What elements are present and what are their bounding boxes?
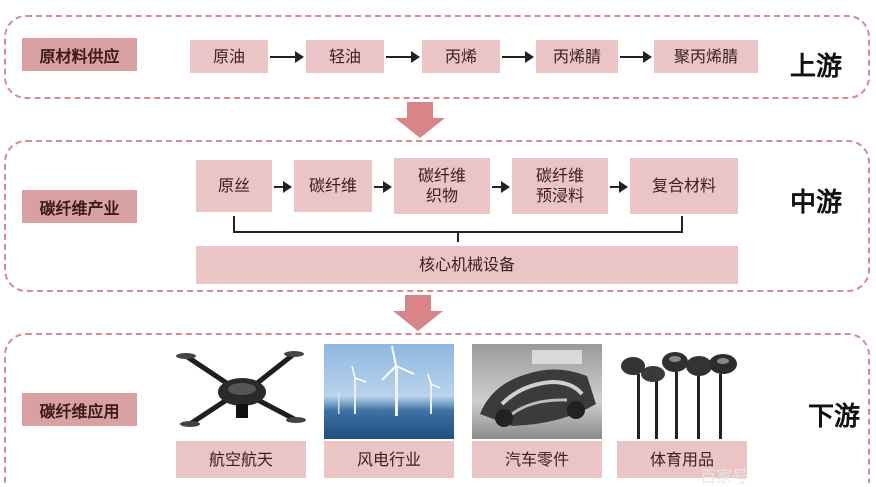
midstream-node-carbon-fiber: 碳纤维	[294, 160, 372, 212]
application-auto-parts: 汽车零件	[472, 441, 602, 478]
arrow-right	[270, 51, 304, 63]
golf-clubs-photo	[617, 344, 747, 439]
midstream-node-prepreg: 碳纤维 预浸料	[512, 158, 608, 214]
arrow-right	[620, 51, 652, 63]
car-frame-photo	[472, 344, 602, 439]
upstream-node-crude-oil: 原油	[190, 40, 268, 73]
downstream-label: 碳纤维应用	[22, 393, 137, 426]
downstream-section	[4, 333, 870, 483]
application-aerospace: 航空航天	[176, 441, 306, 478]
upstream-label: 原材料供应	[22, 38, 137, 71]
upstream-node-propylene: 丙烯	[422, 40, 500, 73]
wind-turbine-photo	[324, 344, 454, 439]
down-arrow	[395, 102, 445, 138]
midstream-section	[4, 140, 870, 292]
upstream-tier-label: 上游	[790, 52, 843, 82]
arrow-right	[274, 181, 292, 193]
watermark: 百家号	[700, 467, 749, 486]
upstream-node-polyacrylonitrile: 聚丙烯腈	[654, 40, 758, 73]
core-equipment-bar: 核心机械设备	[196, 246, 738, 284]
midstream-node-precursor: 原丝	[196, 160, 272, 212]
midstream-label: 碳纤维产业	[22, 190, 137, 223]
drone-photo	[176, 344, 306, 439]
application-sporting-goods: 体育用品	[617, 441, 747, 478]
upstream-node-light-oil: 轻油	[306, 40, 384, 73]
midstream-node-fabric: 碳纤维 织物	[394, 158, 490, 214]
arrow-right	[610, 181, 628, 193]
arrow-right	[374, 181, 392, 193]
midstream-tier-label: 中游	[790, 188, 843, 218]
downstream-tier-label: 下游	[808, 402, 861, 432]
arrow-right	[386, 51, 420, 63]
arrow-right	[502, 51, 534, 63]
arrow-right	[492, 181, 510, 193]
down-arrow	[393, 295, 443, 331]
application-wind-power: 风电行业	[324, 441, 454, 478]
upstream-node-acrylonitrile: 丙烯腈	[536, 40, 618, 73]
midstream-node-composite: 复合材料	[630, 158, 738, 214]
upstream-section	[4, 15, 870, 99]
